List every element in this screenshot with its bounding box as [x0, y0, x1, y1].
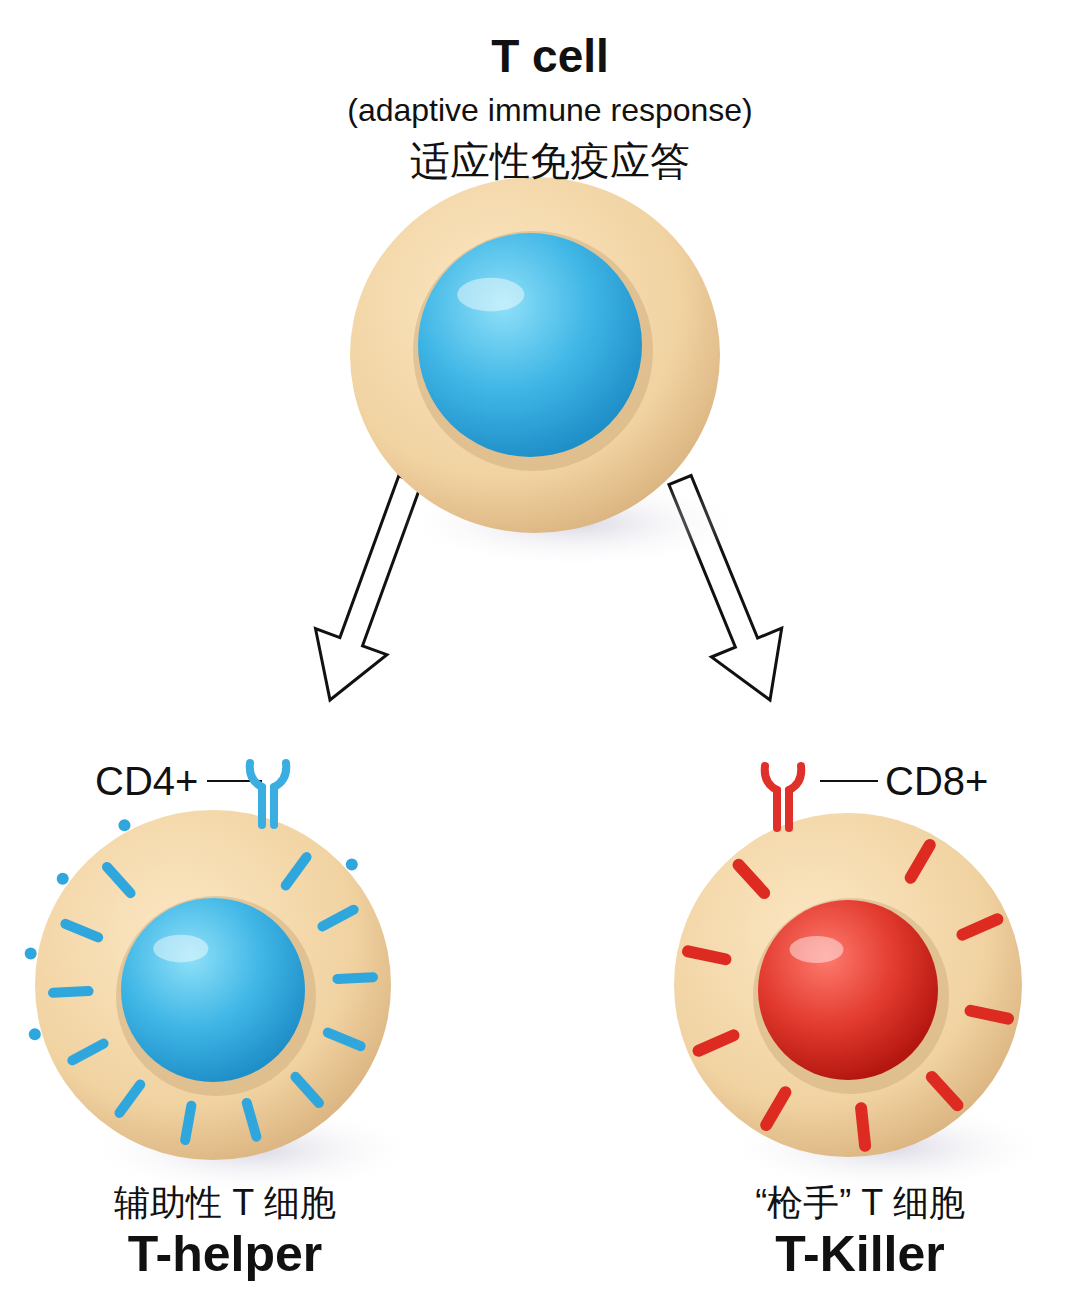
cell-node: “枪手” T 细胞T-Killer [648, 700, 1072, 1300]
cell-label: (adaptive immune response) [282, 92, 818, 129]
surface-marker [107, 867, 131, 893]
surface-marker [932, 1077, 958, 1105]
surface-marker [286, 857, 307, 885]
surface-marker [72, 1044, 103, 1061]
highlight [457, 278, 524, 312]
cell-body [350, 177, 720, 533]
surface-dot [346, 859, 358, 871]
surface-dot [57, 873, 69, 885]
cell-label: 适应性免疫应答 [282, 138, 818, 184]
surface-marker [766, 1092, 785, 1125]
surface-dot [29, 1028, 41, 1040]
highlight [790, 936, 844, 963]
surface-marker [295, 1077, 319, 1103]
surface-dot [118, 819, 130, 831]
cell-nucleus [121, 898, 305, 1082]
surface-marker [962, 919, 997, 934]
surface-marker [185, 1106, 191, 1140]
cell-body [35, 810, 391, 1160]
leader-line [820, 780, 878, 782]
surface-marker [688, 951, 725, 959]
cell-node: 辅助性 T 细胞T-helper [18, 700, 432, 1300]
cell-body [674, 813, 1022, 1157]
cell-title: T cell [282, 30, 818, 83]
surface-marker [247, 1103, 257, 1137]
receptor-symbol [250, 763, 287, 825]
surface-marker [699, 1035, 734, 1050]
surface-marker [53, 991, 89, 993]
surface-marker [337, 977, 373, 979]
nucleus-rim [116, 896, 316, 1096]
cell-label: 辅助性 T 细胞 [18, 1182, 432, 1223]
nucleus-rim [413, 231, 653, 471]
receptor-symbol [765, 766, 802, 828]
surface-marker [911, 845, 930, 878]
nucleus-rim [753, 898, 949, 1094]
surface-marker [971, 1011, 1008, 1019]
cell-label: T-Killer [648, 1226, 1072, 1284]
surface-dot [25, 947, 37, 959]
surface-marker [119, 1084, 140, 1112]
cell-nucleus [758, 900, 938, 1080]
surface-marker [861, 1108, 865, 1146]
cell-label: T-helper [18, 1226, 432, 1284]
highlight [153, 935, 208, 963]
surface-marker [739, 865, 765, 893]
surface-marker [322, 910, 353, 927]
marker-label: CD8+ [885, 758, 988, 804]
surface-marker [328, 1033, 361, 1047]
marker-label: CD4+ [95, 758, 198, 804]
cell-nucleus [418, 233, 642, 457]
hollow-arrow [316, 476, 422, 700]
surface-marker [65, 924, 98, 938]
cell-node: T cell (adaptive immune response) 适应性免疫应答 [282, 30, 818, 480]
cell-label: “枪手” T 细胞 [648, 1182, 1072, 1223]
